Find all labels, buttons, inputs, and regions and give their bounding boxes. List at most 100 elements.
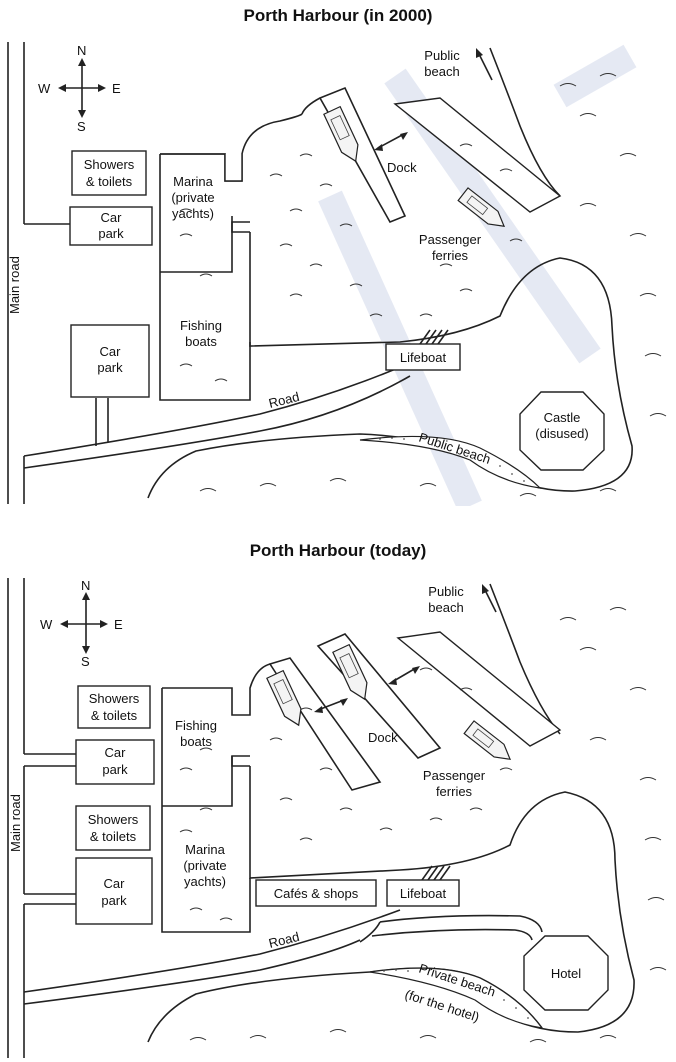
- marina-label: yachts): [172, 206, 214, 221]
- castle-label: (disused): [535, 426, 588, 441]
- castle-label: Castle: [544, 410, 581, 425]
- hotel: [523, 935, 609, 1011]
- north-arrow: [476, 48, 493, 81]
- compass-w: W: [38, 81, 51, 96]
- compass-w: W: [40, 617, 53, 632]
- boat: [266, 669, 302, 727]
- fishing-boats-label: boats: [180, 734, 212, 749]
- passenger-ferries-label: ferries: [432, 248, 469, 263]
- compass-e: E: [114, 617, 123, 632]
- private-beach: [369, 967, 544, 1029]
- sea-waves: [179, 607, 667, 1043]
- showers-label: Showers: [88, 812, 139, 827]
- car-park-box: [70, 324, 150, 398]
- showers-label: & toilets: [90, 829, 137, 844]
- passenger-ferries-label: Passenger: [423, 768, 486, 783]
- showers-toilets-box: [77, 685, 151, 729]
- car-park-label: Car: [101, 210, 123, 225]
- road-label: Road: [267, 929, 301, 951]
- lifeboat-box: [385, 343, 461, 371]
- cafes-shops-box: [255, 879, 377, 907]
- harbour-basin: [162, 755, 250, 807]
- car-park-label: park: [98, 226, 124, 241]
- road: Road: [23, 367, 411, 469]
- dock-label: Dock: [387, 160, 417, 175]
- showers-label: & toilets: [91, 708, 138, 723]
- harbour-map-2000: Main road N S W E: [7, 42, 667, 506]
- dock-pier-west: [318, 86, 407, 224]
- map-title-today: Porth Harbour (today): [249, 541, 427, 560]
- marina-area: [160, 153, 243, 182]
- public-beach: [359, 435, 542, 489]
- marina-label: Marina: [185, 842, 226, 857]
- boat: [457, 187, 506, 227]
- main-road-label: Main road: [8, 794, 23, 852]
- boat: [323, 105, 359, 163]
- compass-n: N: [81, 578, 90, 593]
- road-label: Road: [267, 389, 301, 411]
- road: Road: [23, 909, 543, 1005]
- marina-label: yachts): [184, 874, 226, 889]
- castle: [519, 391, 605, 471]
- fishing-boats-label: Fishing: [180, 318, 222, 333]
- showers-toilets-box: [75, 805, 151, 851]
- lifeboat-ramp: [421, 865, 451, 881]
- marina-label: Marina: [173, 174, 214, 189]
- cafes-shops-label: Cafés & shops: [274, 886, 359, 901]
- public-beach-north-label: Public: [424, 48, 460, 63]
- compass-s: S: [81, 654, 90, 669]
- marina-label: (private: [183, 858, 226, 873]
- boat: [463, 720, 512, 760]
- dock-pier-west: [268, 657, 382, 791]
- fishing-boats-label: boats: [185, 334, 217, 349]
- car-park-label: park: [101, 893, 127, 908]
- lifeboat-ramp: [419, 329, 449, 345]
- main-road-label: Main road: [7, 256, 22, 314]
- lifeboat-box: [386, 879, 460, 907]
- compass-rose: N S W E: [38, 43, 121, 134]
- showers-toilets-box: [71, 150, 147, 196]
- compass-rose: N S W E: [40, 578, 123, 669]
- marina-label: (private: [171, 190, 214, 205]
- harbour-map-today: Main road N S W E: [7, 578, 667, 1058]
- car-park-box: [69, 206, 153, 246]
- compass-e: E: [112, 81, 121, 96]
- lifeboat-label: Lifeboat: [400, 886, 447, 901]
- hotel-label: Hotel: [551, 966, 581, 981]
- dock-arrow: [374, 132, 408, 151]
- passenger-ferries-label: Passenger: [419, 232, 482, 247]
- public-beach-north-label: beach: [428, 600, 463, 615]
- dock-arrow: [314, 666, 420, 713]
- sea-waves: [179, 73, 667, 497]
- car-park-box: [75, 739, 155, 785]
- showers-label: & toilets: [86, 174, 133, 189]
- passenger-ferries-label: ferries: [436, 784, 473, 799]
- showers-label: Showers: [84, 157, 135, 172]
- dock-pier: [396, 631, 562, 747]
- public-beach-north-label: Public: [428, 584, 464, 599]
- car-park-label: Car: [105, 745, 127, 760]
- car-park-label: Car: [100, 344, 122, 359]
- map-title-2000: Porth Harbour (in 2000): [243, 6, 433, 25]
- public-beach: [379, 437, 525, 482]
- fishing-boats-label: Fishing: [175, 718, 217, 733]
- car-park-box: [75, 857, 153, 925]
- private-beach: [383, 969, 529, 1019]
- north-arrow: [482, 584, 497, 613]
- dock-label: Dock: [368, 730, 398, 745]
- compass-s: S: [77, 119, 86, 134]
- showers-label: Showers: [89, 691, 140, 706]
- harbour-basin: [161, 688, 251, 933]
- marina-area: [160, 221, 250, 273]
- main-road: Main road: [7, 578, 76, 1058]
- car-park-label: Car: [104, 876, 126, 891]
- lifeboat-label: Lifeboat: [400, 350, 447, 365]
- marina-area: [159, 154, 251, 401]
- dock-pier-middle: [316, 633, 442, 759]
- boat: [332, 643, 368, 701]
- dock-pier: [393, 97, 562, 213]
- public-beach-north-label: beach: [424, 64, 459, 79]
- main-road: Main road: [7, 42, 70, 504]
- compass-n: N: [77, 43, 86, 58]
- car-park-label: park: [97, 360, 123, 375]
